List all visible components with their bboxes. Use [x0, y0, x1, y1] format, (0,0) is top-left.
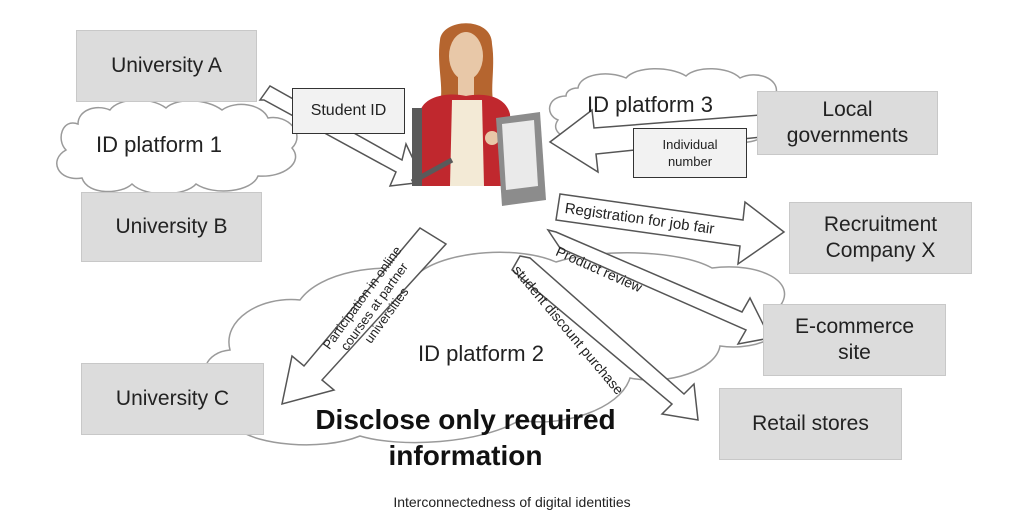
recruitment-company-box: Recruitment Company X	[789, 202, 972, 274]
university-a-box: University A	[76, 30, 257, 102]
disclose-headline: Disclose only required information	[315, 404, 616, 471]
ecommerce-box: E-commerce site	[763, 304, 946, 376]
cloud-id-platform-1	[56, 99, 298, 195]
recruitment-company-label: Recruitment Company X	[823, 212, 938, 262]
id-platform-3-label: ID platform 3	[587, 92, 713, 117]
arrow-job-fair	[555, 193, 786, 266]
retail-stores-box: Retail stores	[719, 388, 902, 460]
university-c-label: University C	[115, 386, 230, 410]
student-figure	[410, 23, 514, 186]
arrow-online-courses	[281, 227, 448, 406]
university-b-box: University B	[81, 192, 262, 262]
id-platform-2-label: ID platform 2	[418, 341, 544, 366]
university-b-label: University B	[115, 214, 228, 238]
student-id-label: Student ID	[310, 102, 387, 119]
individual-number-card: Individual number	[633, 128, 747, 178]
local-governments-box: Local governments	[757, 91, 938, 155]
local-governments-label: Local governments	[786, 97, 909, 147]
retail-stores-label: Retail stores	[752, 411, 869, 435]
smartphone-icon	[496, 112, 546, 206]
university-c-box: University C	[81, 363, 264, 435]
id-platform-1-label: ID platform 1	[96, 132, 222, 157]
student-id-card: Student ID	[292, 88, 405, 134]
university-a-label: University A	[111, 53, 222, 77]
individual-number-label: Individual number	[662, 137, 718, 169]
arrow-student-discount	[511, 255, 699, 421]
figure-caption: Interconnectedness of digital identities	[393, 494, 631, 510]
ecommerce-label: E-commerce site	[794, 314, 915, 364]
